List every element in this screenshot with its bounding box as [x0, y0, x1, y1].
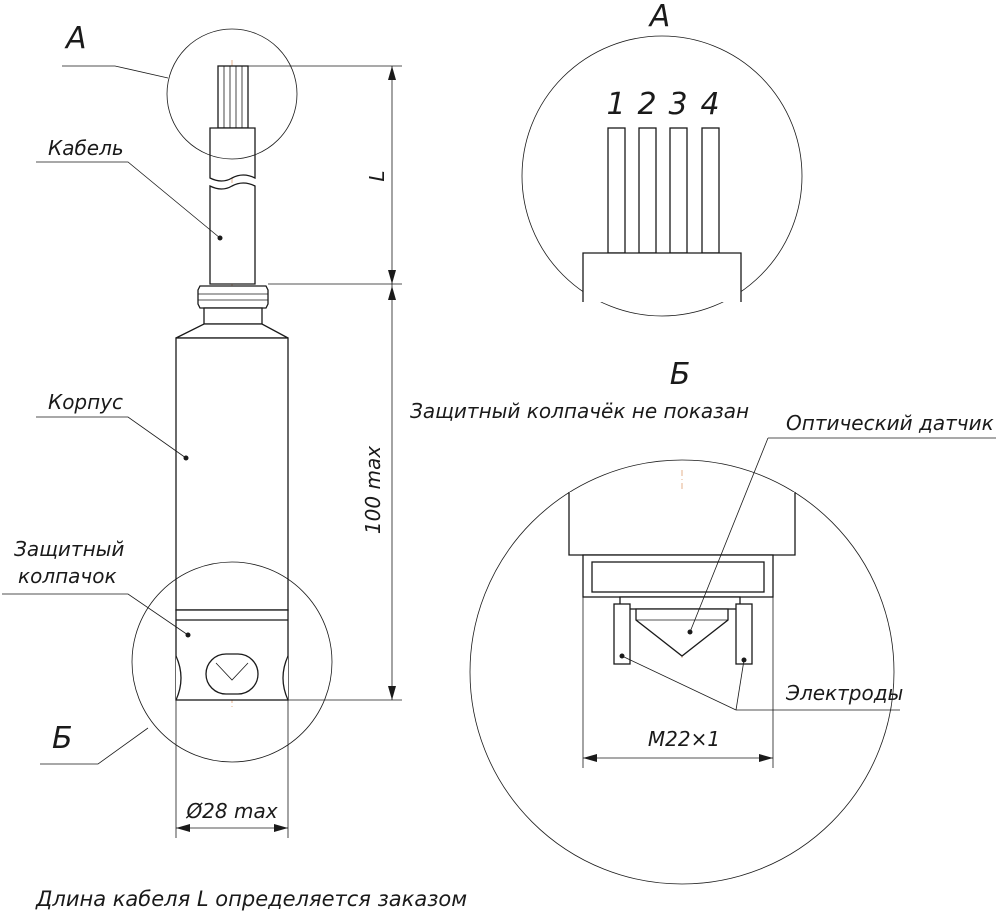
label-cap-line2: колпачок [18, 564, 117, 588]
label-cable: Кабель [48, 136, 124, 160]
cap-front-window [205, 653, 259, 695]
callout-circle-b [131, 561, 333, 763]
cable-lower [209, 182, 256, 285]
label-sensor: Оптический датчик [786, 411, 994, 435]
dim-thread-label: M22×1 [648, 727, 720, 751]
leader-a [62, 65, 169, 79]
wire-1 [607, 127, 626, 254]
dim-diameter-label: Ø28 max [185, 799, 277, 823]
label-body: Корпус [48, 390, 123, 414]
main-view: А Кабель Корпус Защитный колпачок Б L [2, 21, 402, 838]
fitting-nut [197, 285, 269, 309]
wire-number-3: 3 [668, 87, 687, 122]
cable-upper [209, 127, 256, 182]
wire-3 [669, 127, 688, 254]
dim-height-label: 100 max [361, 446, 385, 534]
detail-a-title: А [648, 0, 671, 34]
body-housing [175, 337, 289, 611]
cable-wires [217, 65, 249, 129]
footnote: Длина кабеля L определяется заказом [35, 887, 467, 911]
wire-number-1: 1 [606, 87, 625, 122]
label-cap-line1: Защитный [14, 537, 124, 561]
cap-side-window-right [282, 655, 289, 701]
fitting-neck [203, 307, 263, 325]
detail-b-body [568, 492, 796, 556]
wire-4 [701, 127, 720, 254]
dimension-l: L [248, 65, 402, 285]
callout-label-a: А [64, 21, 87, 56]
leader-b [40, 727, 149, 765]
callout-circle-a [166, 28, 298, 160]
optical-sensor [635, 608, 729, 657]
detail-b-title: Б [670, 357, 691, 392]
leader-body [36, 416, 187, 459]
detail-b-circle [469, 459, 895, 885]
cable-sheath [582, 252, 742, 302]
wire-number-4: 4 [700, 87, 719, 122]
leader-sensor [689, 437, 769, 633]
body-shoulder [175, 323, 289, 339]
detail-b-thread-inner [591, 561, 765, 593]
wire-number-2: 2 [637, 87, 656, 122]
cap-side-window-left [175, 655, 182, 701]
electrode-left [613, 603, 631, 665]
detail-b: Б Защитный колпачёк не показан Оптически… [410, 357, 996, 885]
detail-a-circle [521, 35, 803, 317]
dimension-diameter: Ø28 max [175, 700, 289, 838]
detail-a: А 1 2 3 4 [521, 0, 803, 317]
leader-cable [36, 161, 221, 239]
detail-b-base [619, 596, 741, 610]
callout-label-b: Б [52, 721, 73, 756]
leader-electrode-left [621, 655, 737, 711]
dimension-thread: M22×1 [582, 597, 774, 768]
leader-electrode-right [735, 659, 745, 711]
wire-2 [638, 127, 657, 254]
label-electrodes: Электроды [785, 681, 903, 705]
dim-l-label: L [365, 170, 389, 181]
dimension-height: 100 max [288, 284, 402, 701]
electrode-right [735, 603, 753, 665]
leader-cap [2, 593, 189, 636]
detail-b-note: Защитный колпачёк не показан [410, 399, 749, 423]
